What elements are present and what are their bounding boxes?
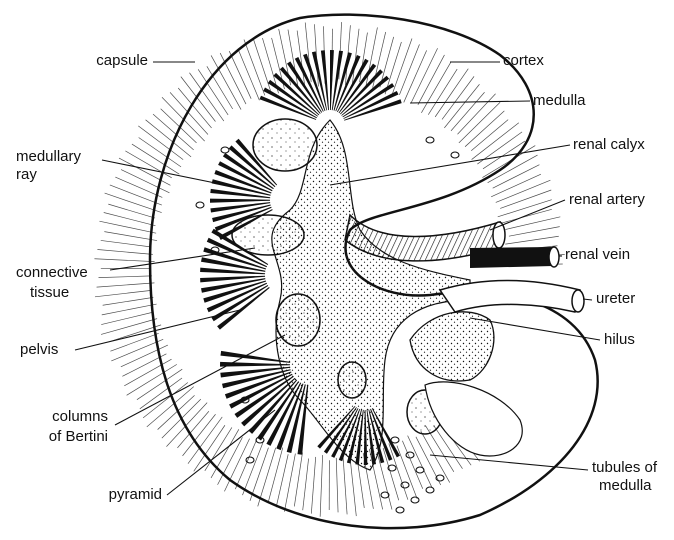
striation-line (99, 221, 156, 233)
striation-line (505, 236, 558, 244)
label-columns-line2: of Bertini (20, 428, 108, 446)
striation-line (509, 227, 560, 237)
connective-tissue-island-4 (338, 362, 366, 398)
label-medullary-ray-line2: ray (16, 166, 37, 184)
striation-line (101, 240, 152, 247)
striation-line (500, 190, 551, 208)
striation-line (97, 283, 155, 287)
striation-line (103, 297, 154, 305)
striation-line (110, 325, 161, 342)
striation-line (108, 204, 155, 218)
label-renal-artery: renal artery (569, 191, 645, 209)
label-renal-vein: renal vein (565, 246, 630, 264)
striation-line (110, 185, 162, 205)
label-connective-tissue-line1: connective (16, 264, 88, 282)
renal-vein-end (549, 247, 559, 267)
striation-line (105, 193, 162, 212)
striation-line (104, 232, 157, 241)
striation-line (101, 312, 153, 324)
label-tubules-line2: medulla (599, 477, 652, 495)
label-capsule: capsule (80, 52, 148, 70)
label-tubules-line1: tubules of (592, 459, 657, 477)
label-hilus: hilus (604, 331, 635, 349)
striation-line (94, 259, 154, 262)
label-medullary-ray-line1: medullary (16, 148, 81, 166)
label-ureter: ureter (596, 290, 635, 308)
label-pyramid: pyramid (80, 486, 162, 504)
label-columns-line1: columns (20, 408, 108, 426)
connective-tissue-island-2 (232, 215, 304, 255)
striation-line (122, 354, 166, 377)
connective-tissue-island-1 (253, 119, 317, 171)
striation-line (115, 177, 162, 197)
striation-line (505, 217, 560, 230)
striation-line (502, 209, 552, 223)
label-renal-calyx: renal calyx (573, 136, 645, 154)
striation-line (97, 249, 152, 254)
striation-line (99, 276, 152, 278)
label-medulla: medulla (533, 92, 586, 110)
ureter-end (572, 290, 584, 312)
striation-line (496, 180, 551, 202)
connective-tissue-island-3 (276, 294, 320, 346)
label-pelvis: pelvis (20, 341, 58, 359)
striation-line (111, 339, 163, 361)
label-connective-tissue-line2: tissue (30, 284, 69, 302)
striation-line (95, 291, 150, 297)
renal-vein (470, 247, 553, 268)
label-cortex: cortex (503, 52, 544, 70)
